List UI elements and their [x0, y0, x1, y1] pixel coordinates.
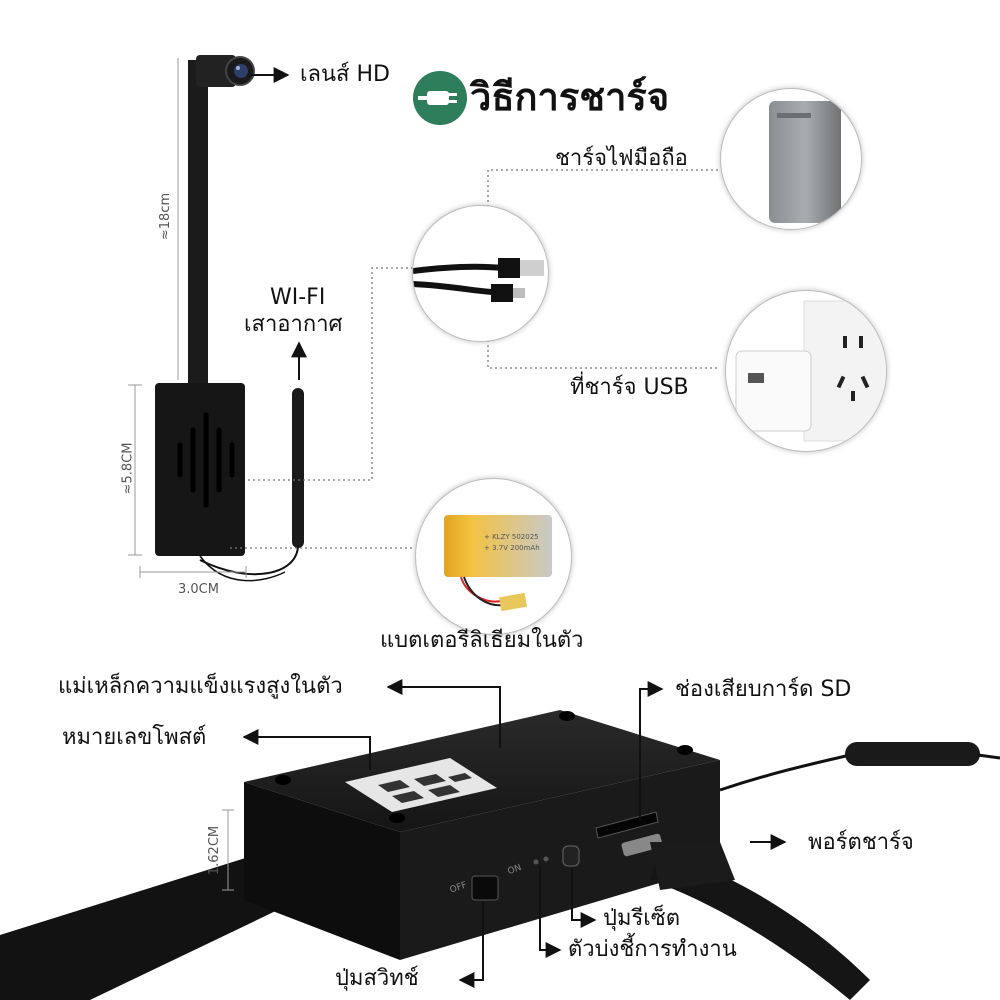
page-title: วิธีการชาร์จ [470, 75, 670, 119]
reset-arrow [571, 868, 597, 928]
usb-charger-icon [735, 350, 812, 432]
reset-button [562, 845, 580, 867]
antenna-cable-icon [845, 742, 980, 766]
reset-label: ปุ่มรีเซ็ต [603, 906, 681, 931]
sd-slot-label: ช่องเสียบการ์ด SD [675, 677, 852, 702]
charge-port [621, 833, 663, 857]
wall-charger-circle [725, 290, 887, 452]
camera-body [155, 383, 245, 556]
plug-icon [413, 71, 467, 125]
powerbank-label: ชาร์จไฟมือถือ [555, 146, 688, 171]
lens-housing [196, 55, 236, 87]
usb-a-plug-icon [498, 258, 520, 278]
camera-module [155, 55, 304, 582]
lens-label: เลนส์ HD [300, 62, 390, 87]
sd-slot [595, 811, 659, 839]
usb-cable [650, 850, 870, 1000]
thickness-dimension: 1.62CM [207, 825, 223, 876]
qr-code-icon [378, 773, 472, 803]
dimension-guides [128, 58, 247, 578]
wifi-label-line1: WI-FI [270, 285, 326, 310]
powerbank-circle [720, 88, 862, 230]
switch-label: ปุ่มสวิทช์ [335, 966, 419, 991]
battery-text-2: + 3.7V 200mAh [484, 544, 540, 552]
lens-glass [234, 64, 248, 78]
sd-arrow [639, 681, 664, 820]
battery-label: แบตเตอรีลิเธียมในตัว [380, 628, 584, 653]
battery-text-1: + KLZY 502025 [484, 533, 539, 541]
charge-port-label: พอร์ตชาร์จ [808, 830, 914, 855]
battery-circle: + KLZY 502025 + 3.7V 200mAh [415, 478, 572, 635]
battery-icon [444, 515, 552, 577]
micro-usb-plug-icon [491, 284, 513, 302]
battery-connector [498, 592, 528, 612]
switch-arrow [458, 902, 484, 988]
usb-cable-circle [412, 205, 549, 342]
serial-arrow [242, 729, 371, 770]
length-dimension: ≈18cm [158, 192, 174, 241]
height-dimension: ≈5.8CM [120, 442, 136, 495]
magnet-label: แม่เหล็กความแข็งแรงสูงในตัว [58, 674, 343, 699]
camera-box [0, 710, 1000, 1000]
camera-neck [188, 60, 208, 390]
indicator-label: ตัวบ่งชี้การทำงาน [568, 937, 737, 962]
width-dimension: 3.0CM [178, 582, 219, 597]
serial-label: หมายเลขโพสต์ [62, 725, 207, 750]
socket-icon [836, 336, 870, 401]
speaker-grill-icon [177, 412, 235, 508]
magnet-arrow [386, 679, 501, 748]
wifi-label-line2: เสาอากาศ [244, 312, 343, 337]
serial-sticker [345, 758, 497, 812]
power-switch [471, 875, 499, 901]
indicator-led [533, 859, 539, 865]
usb-charger-label: ที่ชาร์จ USB [570, 375, 689, 400]
indicator-arrow [539, 866, 562, 958]
wifi-antenna [292, 388, 304, 548]
powerbank-icon [769, 101, 841, 223]
thickness-guide [222, 809, 234, 891]
